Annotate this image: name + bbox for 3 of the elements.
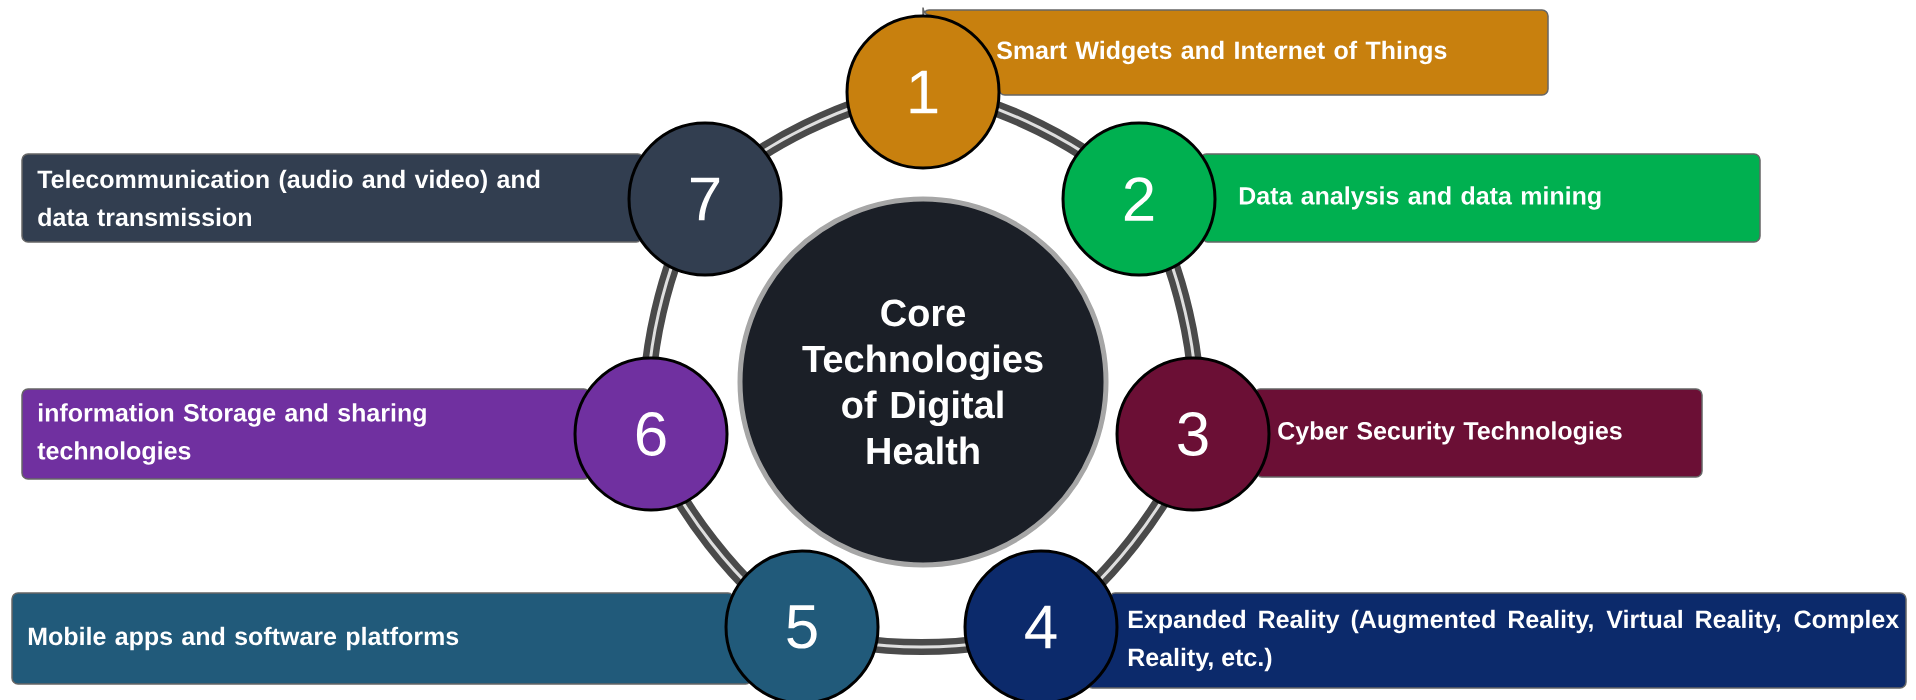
node-label: Expanded Reality (Augmented Reality, Virtual Reality, Complex Reality, etc.) — [1128, 609, 1899, 672]
label-bar: Cyber Security Technologies — [1252, 387, 1703, 480]
node-label: Mobile apps and software platforms — [28, 626, 459, 651]
